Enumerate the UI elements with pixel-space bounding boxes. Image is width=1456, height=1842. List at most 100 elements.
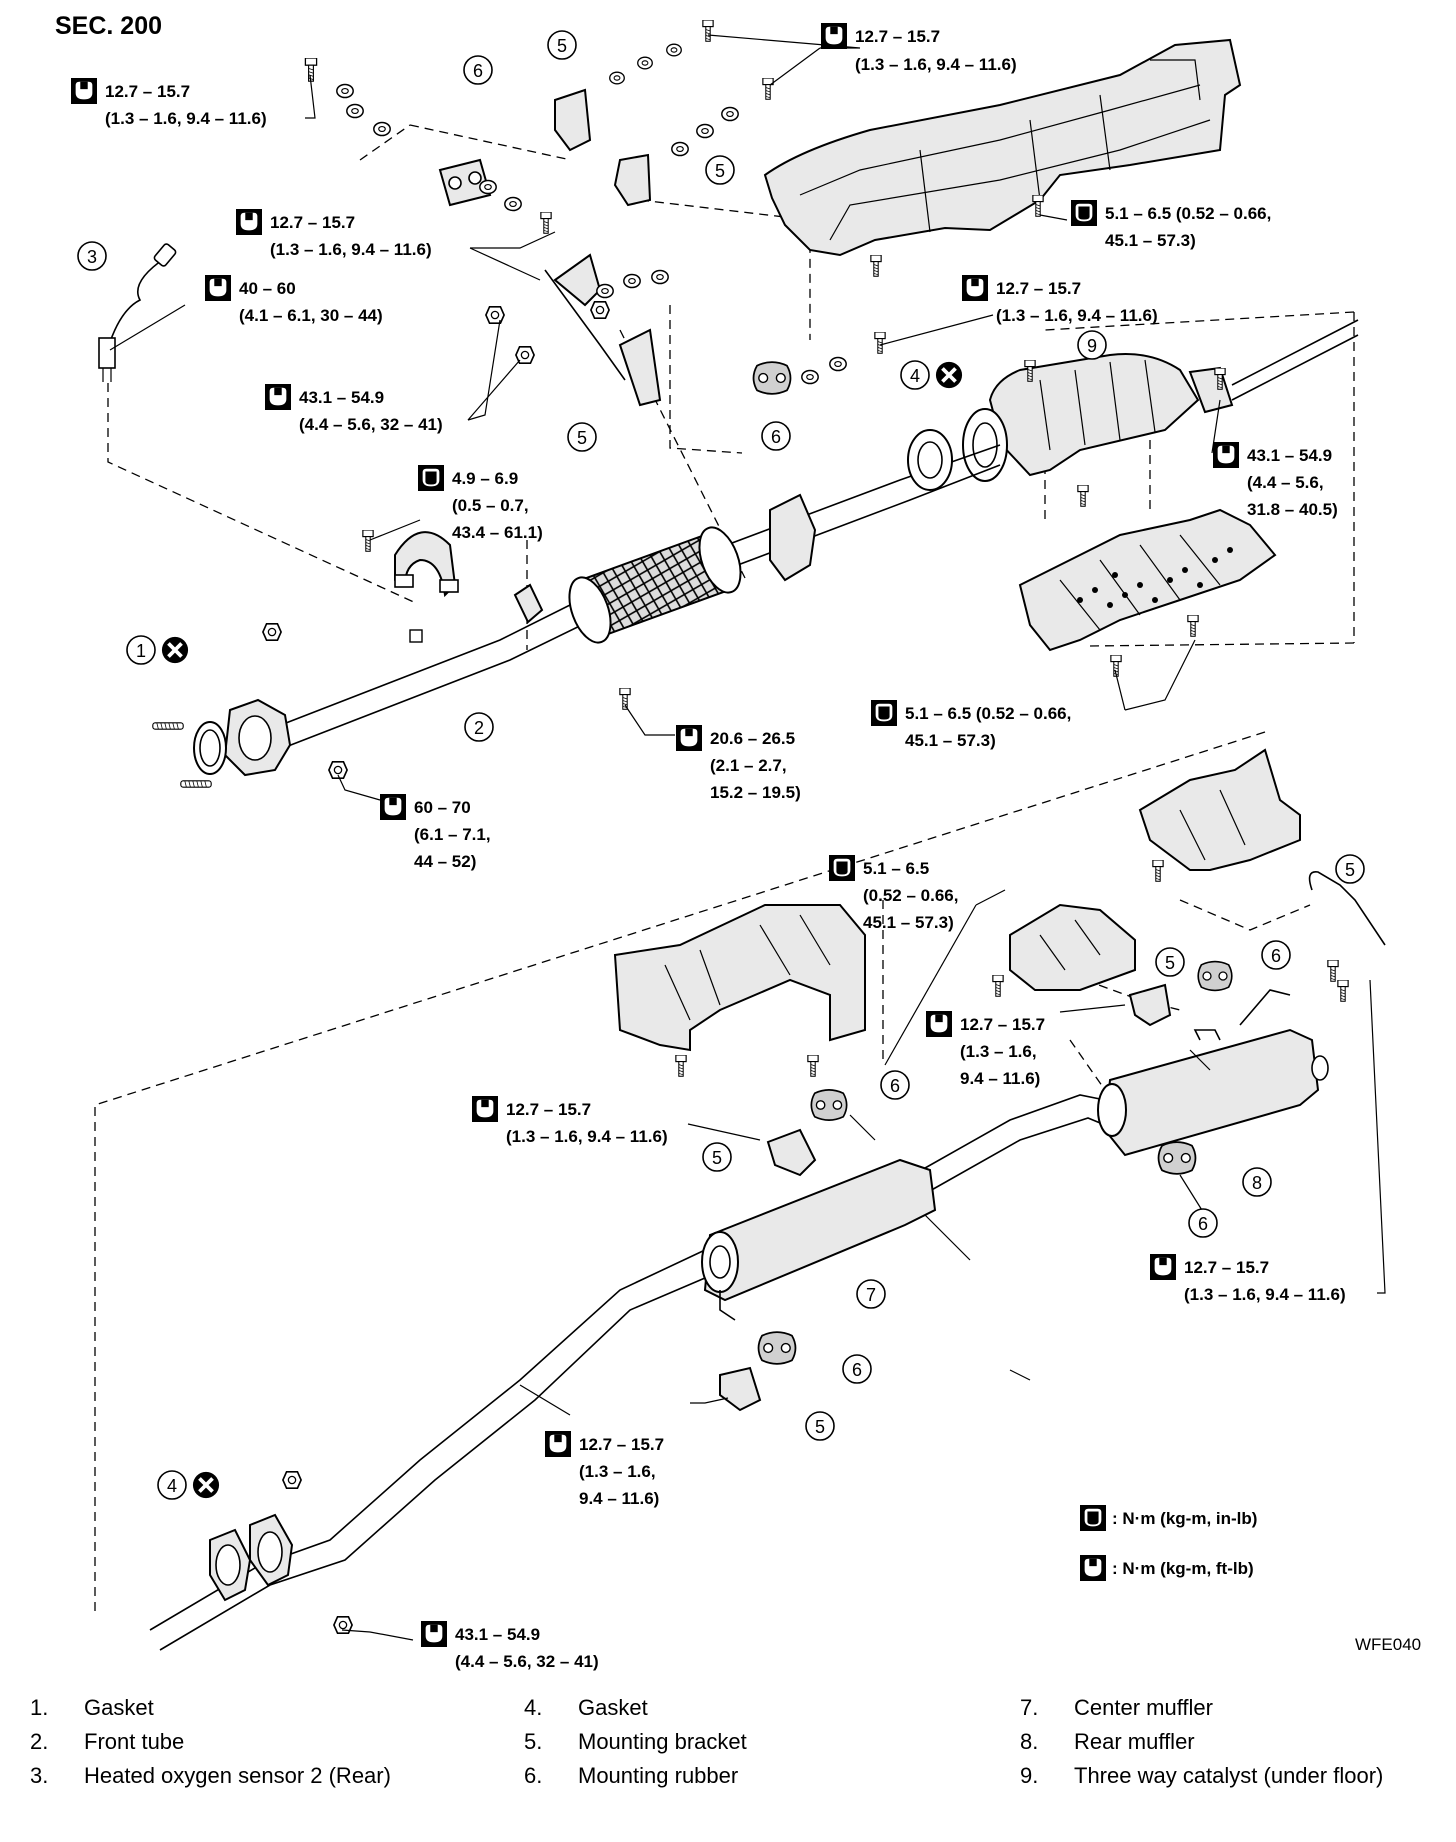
torque-ftlb-icon — [1150, 1254, 1176, 1280]
torque-value: 43.1 – 54.9 — [299, 388, 384, 407]
torque-ftlb-icon — [236, 209, 262, 235]
svg-text:5: 5 — [715, 161, 725, 181]
torque-inlb-icon — [1071, 200, 1097, 226]
torque-value: (0.5 – 0.7, — [452, 496, 529, 515]
torque-value: 44 – 52) — [414, 852, 476, 871]
part-name: Front tube — [84, 1729, 185, 1754]
callout-5: 5 — [1155, 947, 1185, 977]
figure-code: WFE040 — [1355, 1635, 1421, 1654]
callout-5: 5 — [567, 422, 597, 452]
torque-ftlb-icon — [1080, 1555, 1106, 1581]
svg-text:6: 6 — [473, 61, 483, 81]
callout-5: 5 — [705, 155, 735, 185]
callout-1: 1 — [126, 635, 156, 665]
lower-brackets — [719, 871, 1386, 1412]
frame-line — [94, 731, 1266, 1615]
parts-list-item: 7. Center muffler — [1020, 1695, 1440, 1721]
torque-value: 4.9 – 6.9 — [452, 469, 518, 488]
svg-text:7: 7 — [866, 1285, 876, 1305]
callout-6: 6 — [842, 1354, 872, 1384]
parts-list-item: 1.Gasket — [30, 1695, 524, 1721]
svg-text:5: 5 — [1345, 860, 1355, 880]
torque-value: (4.1 – 6.1, 30 – 44) — [239, 306, 383, 325]
svg-text:2: 2 — [474, 718, 484, 738]
callout-6: 6 — [1188, 1208, 1218, 1238]
center-pipe — [149, 1094, 1106, 1651]
torque-ftlb-icon — [926, 1011, 952, 1037]
torque-value: 9.4 – 11.6) — [579, 1489, 659, 1508]
frame-line — [669, 305, 743, 454]
svg-text:1: 1 — [136, 641, 146, 661]
heated-oxygen-sensor — [98, 243, 177, 382]
torque-value: 12.7 – 15.7 — [270, 213, 355, 232]
torque-unit-legend: : N·m (kg-m, in-lb) : N·m (kg-m, ft-lb) — [1080, 1505, 1257, 1581]
torque-ftlb-icon — [265, 384, 291, 410]
svg-text:5: 5 — [1165, 953, 1175, 973]
torque-value: (1.3 – 1.6, 9.4 – 11.6) — [855, 55, 1017, 74]
torque-value: 12.7 – 15.7 — [960, 1015, 1045, 1034]
torque-ftlb-icon — [962, 275, 988, 301]
rear-muffler — [1097, 989, 1329, 1157]
callout-6: 6 — [761, 421, 791, 451]
torque-value: 60 – 70 — [414, 798, 471, 817]
frame-line — [107, 383, 419, 605]
svg-text:6: 6 — [852, 1360, 862, 1380]
torque-inlb-icon — [871, 700, 897, 726]
rear-heat-shield-small — [1009, 903, 1136, 991]
torque-value: 40 – 60 — [239, 279, 296, 298]
torque-ftlb-icon — [1213, 442, 1239, 468]
callout-2: 2 — [464, 712, 494, 742]
part-name: Three way catalyst (under floor) — [1074, 1763, 1384, 1788]
legend-inlb-text: : N·m (kg-m, in-lb) — [1112, 1509, 1257, 1528]
torque-value: 43.4 – 61.1) — [452, 523, 543, 542]
torque-ftlb-icon — [380, 794, 406, 820]
parts-list-item: 2.Front tube — [30, 1729, 524, 1755]
part-number: 5. — [524, 1729, 543, 1754]
svg-text:6: 6 — [771, 427, 781, 447]
part-number: 7. — [1020, 1695, 1039, 1720]
torque-ftlb-icon — [545, 1431, 571, 1457]
part-number: 9. — [1020, 1763, 1039, 1788]
center-muffler — [701, 1158, 937, 1321]
torque-value: (1.3 – 1.6, 9.4 – 11.6) — [996, 306, 1158, 325]
exhaust-system-diagram: SEC. 200 — [55, 12, 1421, 1671]
part-name: Mounting rubber — [578, 1763, 739, 1788]
torque-value: 45.1 – 57.3) — [905, 731, 996, 750]
do-not-reuse-icon — [161, 636, 189, 664]
torque-value: 12.7 – 15.7 — [579, 1435, 664, 1454]
rear-heat-shield-large — [1138, 748, 1301, 871]
center-heat-shield — [613, 904, 866, 1052]
torque-value: (2.1 – 2.7, — [710, 756, 787, 775]
torque-value: 15.2 – 19.5) — [710, 783, 801, 802]
part-name: Heated oxygen sensor 2 (Rear) — [84, 1763, 391, 1788]
svg-text:4: 4 — [167, 1476, 177, 1496]
torque-inlb-icon — [418, 465, 444, 491]
torque-ftlb-icon — [421, 1621, 447, 1647]
part-number: 4. — [524, 1695, 543, 1720]
torque-value: 12.7 – 15.7 — [996, 279, 1081, 298]
frame-line — [1044, 311, 1355, 331]
torque-value: (1.3 – 1.6, 9.4 – 11.6) — [1184, 1285, 1346, 1304]
front-tube — [193, 429, 1001, 777]
svg-text:5: 5 — [577, 428, 587, 448]
callout-5: 5 — [547, 30, 577, 60]
svg-text:5: 5 — [712, 1148, 722, 1168]
callout-8: 8 — [1242, 1167, 1272, 1197]
torque-value: 43.1 – 54.9 — [455, 1625, 540, 1644]
torque-inlb-icon — [829, 855, 855, 881]
torque-value: 12.7 – 15.7 — [1184, 1258, 1269, 1277]
part-name: Center muffler — [1074, 1695, 1213, 1720]
torque-inlb-icon — [1080, 1505, 1106, 1531]
do-not-reuse-icon — [935, 361, 963, 389]
torque-value: 45.1 – 57.3) — [1105, 231, 1196, 250]
svg-text:6: 6 — [890, 1076, 900, 1096]
legend-ftlb-text: : N·m (kg-m, ft-lb) — [1112, 1559, 1254, 1578]
svg-text:5: 5 — [815, 1417, 825, 1437]
torque-value: 45.1 – 57.3) — [863, 913, 954, 932]
callout-7: 7 — [856, 1279, 886, 1309]
part-number: 1. — [30, 1695, 49, 1720]
parts-list: 1.Gasket 4.Gasket 7.Center muffler 2.Fro… — [30, 1695, 1440, 1789]
mounting-rubber — [438, 158, 792, 395]
svg-text:3: 3 — [87, 247, 97, 267]
